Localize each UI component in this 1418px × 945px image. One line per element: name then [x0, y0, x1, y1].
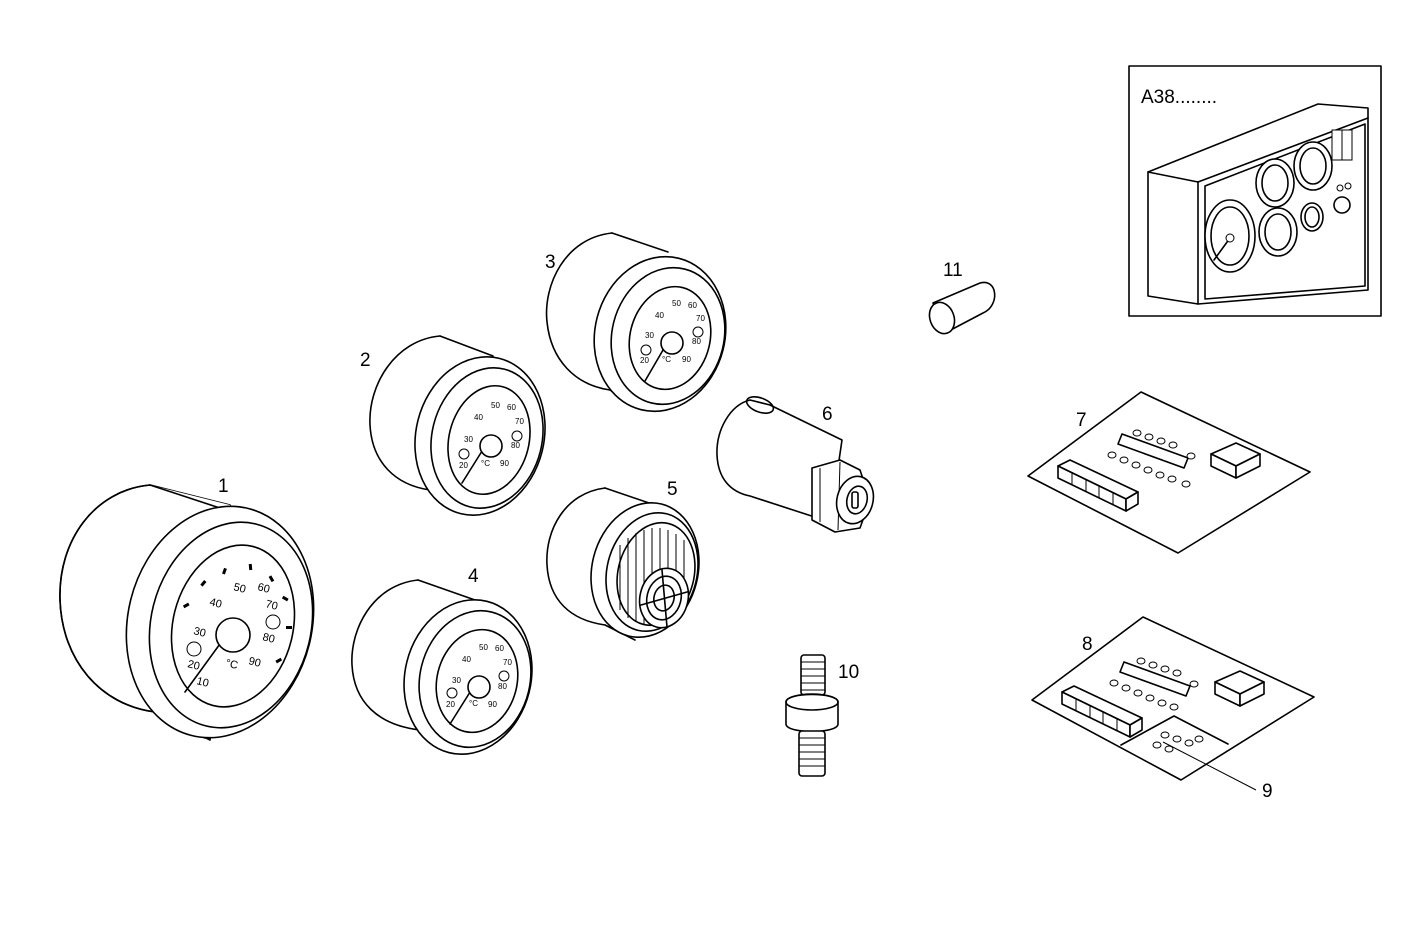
large-gauge-scale-80: 80 — [261, 631, 276, 646]
part-2-unit: °C — [481, 459, 490, 468]
part-4-scale-20: 20 — [446, 700, 455, 709]
part-3-scale-80: 80 — [692, 337, 701, 346]
part-8-connector-strip — [1061, 685, 1143, 738]
part-2-scale-60: 60 — [507, 403, 516, 412]
part-4-scale-60: 60 — [495, 644, 504, 653]
callout-5: 5 — [667, 479, 678, 500]
part-3-scale-60: 60 — [688, 301, 697, 310]
callout-8: 8 — [1082, 634, 1093, 655]
part-3-scale-20: 20 — [640, 356, 649, 365]
part-4-scale-50: 50 — [479, 643, 488, 652]
callout-9: 9 — [1262, 781, 1273, 802]
large-gauge-scale-60: 60 — [256, 581, 271, 596]
large-gauge-scale-20: 20 — [186, 658, 201, 673]
part-2-gauge-ticks: 20 30 40 50 60 70 80 90 °C — [459, 401, 524, 470]
large-gauge-scale-50: 50 — [232, 581, 247, 596]
inset-frame — [1128, 65, 1382, 317]
part-3-scale-40: 40 — [655, 311, 664, 320]
part-4-scale-90: 90 — [488, 700, 497, 709]
part-2-scale-40: 40 — [474, 413, 483, 422]
part-1-large-gauge: 20 30 40 50 60 70 80 90 10 °C — [59, 484, 315, 741]
callout-4: 4 — [468, 566, 479, 587]
part-7-circuit-board — [1027, 391, 1311, 554]
part-9-component-group — [1152, 731, 1204, 753]
part-4-scale-30: 30 — [452, 676, 461, 685]
part-4-gauge: 20 30 40 50 60 70 80 90 °C — [351, 579, 533, 756]
part-8-circuit-board — [1031, 616, 1315, 781]
part-4-scale-70: 70 — [503, 658, 512, 667]
large-gauge-scale-70: 70 — [264, 598, 279, 613]
part-2-scale-90: 90 — [500, 459, 509, 468]
callout-numbers: 1 2 3 4 5 6 7 8 9 10 11 — [218, 252, 1273, 802]
part-7-relay-block — [1210, 442, 1261, 479]
part-4-unit: °C — [469, 699, 478, 708]
part-3-unit: °C — [662, 355, 671, 364]
part-2-scale-80: 80 — [511, 441, 520, 450]
part-2-gauge: 20 30 40 50 60 70 80 90 °C — [369, 335, 546, 516]
part-3-scale-90: 90 — [682, 355, 691, 364]
part-2-scale-20: 20 — [459, 461, 468, 470]
part-3-scale-50: 50 — [672, 299, 681, 308]
callout-7: 7 — [1076, 410, 1087, 431]
part-4-gauge-ticks: 20 30 40 50 60 70 80 90 °C — [446, 643, 512, 709]
large-gauge-scale-30: 30 — [192, 625, 207, 640]
part-6-sensor — [716, 396, 875, 533]
part-5-buzzer — [546, 487, 700, 641]
part-3-gauge: 20 30 40 50 60 70 80 90 °C — [545, 232, 727, 413]
inset-instrument-panel: A38........ — [1128, 65, 1382, 317]
part-7-chip-pins — [1107, 429, 1196, 488]
part-7-connector-strip — [1057, 459, 1139, 512]
part-3-scale-70: 70 — [696, 314, 705, 323]
part-3-scale-30: 30 — [645, 331, 654, 340]
callout-3: 3 — [545, 252, 556, 273]
large-gauge-scale-40: 40 — [208, 596, 223, 611]
part-10-threaded-connector — [785, 654, 839, 777]
callout-10: 10 — [838, 662, 859, 683]
large-gauge-unit: °C — [224, 657, 239, 672]
part-8-chip-pins — [1109, 657, 1199, 711]
part-2-scale-50: 50 — [491, 401, 500, 410]
callout-2: 2 — [360, 350, 371, 371]
part-3-gauge-ticks: 20 30 40 50 60 70 80 90 °C — [640, 299, 705, 365]
part-4-scale-40: 40 — [462, 655, 471, 664]
part-8-relay-block — [1214, 670, 1265, 707]
inset-label: A38........ — [1141, 87, 1217, 108]
leader-line-9 — [1162, 741, 1257, 791]
callout-1: 1 — [218, 476, 229, 497]
part-2-scale-70: 70 — [515, 417, 524, 426]
callout-6: 6 — [822, 404, 833, 425]
large-gauge-ticks — [182, 563, 292, 664]
callout-11: 11 — [943, 260, 963, 281]
part-11-cap — [928, 281, 996, 335]
large-gauge-scale-low: 10 — [195, 675, 210, 690]
large-gauge-scale-90: 90 — [247, 655, 262, 670]
part-4-scale-80: 80 — [498, 682, 507, 691]
part-2-scale-30: 30 — [464, 435, 473, 444]
